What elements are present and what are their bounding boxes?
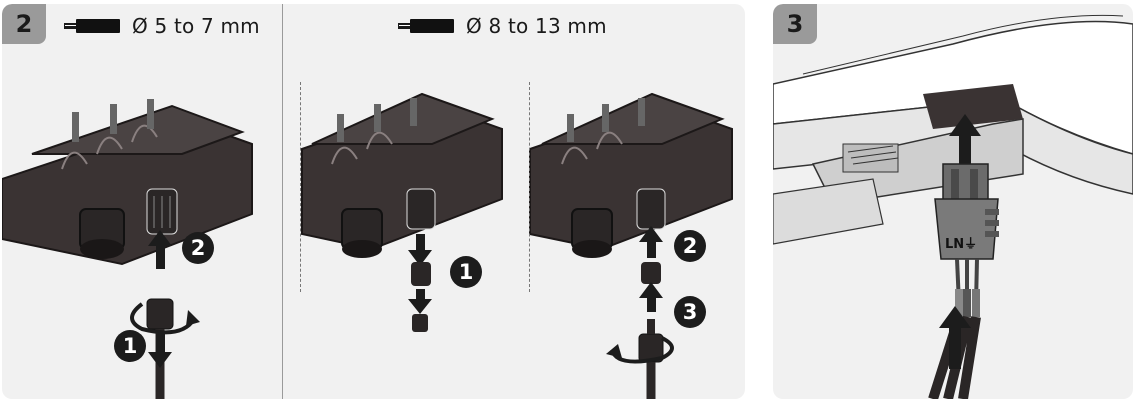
- callout-number: 2: [182, 232, 214, 264]
- connector-marking: LN⏚: [945, 237, 977, 252]
- down-arrow-icon: [408, 289, 432, 314]
- sealing-ring: [641, 262, 661, 284]
- rotate-arrow-icon: [130, 302, 200, 335]
- step2-panel: 2 Ø 5 to 7 mm Ø 8 to 13 mm: [2, 4, 745, 399]
- up-arrow-icon: [148, 230, 172, 269]
- section-divider: [282, 4, 283, 399]
- cable-diameter-small: Ø 5 to 7 mm: [64, 14, 260, 38]
- step3-illustration: LN⏚: [773, 14, 1133, 399]
- rotate-arrow-icon: [606, 336, 674, 364]
- step2-illustration: [2, 92, 733, 399]
- step-badge: 2: [2, 4, 46, 44]
- sealing-plug: [412, 314, 428, 332]
- device-housing: [2, 99, 253, 266]
- cable-icon: [398, 19, 454, 33]
- step3-panel: 3 LN⏚: [773, 4, 1133, 399]
- cable-gland: [341, 188, 436, 258]
- up-arrow-icon: [939, 306, 971, 369]
- device-housing: [529, 92, 733, 251]
- down-arrow-icon: [148, 334, 172, 368]
- cable-icon: [64, 19, 120, 33]
- up-arrow-icon: [949, 114, 981, 167]
- callout-number: 2: [674, 230, 706, 262]
- callout-number: 1: [114, 330, 146, 362]
- down-arrow-icon: [408, 234, 432, 266]
- ac-connector: LN⏚: [934, 163, 999, 260]
- step-badge: 3: [773, 4, 817, 44]
- cable-diameter-large-text: Ø 8 to 13 mm: [466, 14, 607, 38]
- cable-diameter-small-text: Ø 5 to 7 mm: [132, 14, 260, 38]
- cable-diameter-large: Ø 8 to 13 mm: [398, 14, 607, 38]
- sealing-ring: [411, 262, 431, 286]
- callout-number: 3: [674, 296, 706, 328]
- callout-number: 1: [450, 256, 482, 288]
- cable-gland: [571, 188, 666, 258]
- swivel-nut: [638, 319, 664, 399]
- up-arrow-icon: [639, 282, 663, 312]
- up-arrow-icon: [639, 226, 663, 258]
- dashed-guide: [529, 82, 530, 292]
- device-housing: [301, 92, 503, 251]
- dashed-guide: [300, 82, 301, 292]
